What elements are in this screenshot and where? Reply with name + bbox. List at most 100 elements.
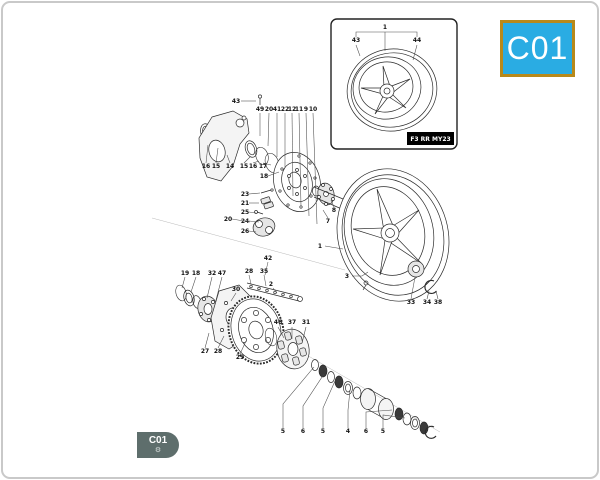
callout-22: 22 [281, 106, 289, 113]
callout-3: 3 [345, 273, 349, 280]
cush-drive-flange [264, 327, 310, 370]
leader-line [347, 389, 351, 428]
leader-line [205, 144, 209, 164]
leader-line [282, 366, 315, 428]
callout-26: 26 [241, 228, 249, 235]
callout-7: 7 [326, 218, 330, 225]
callout-41: 41 [273, 106, 281, 113]
leader-line [352, 271, 369, 277]
leader-line [204, 332, 210, 349]
callout-18: 18 [192, 270, 200, 277]
callout-21: 21 [241, 200, 249, 207]
callout-38: 38 [434, 299, 442, 306]
callout-43: 43 [232, 98, 240, 105]
leader-line [243, 156, 251, 164]
callout-6: 6 [364, 428, 368, 435]
callout-16: 16 [202, 163, 210, 170]
leader-line [382, 414, 406, 428]
callout-46: 46 [274, 319, 282, 326]
leader-line [410, 276, 416, 300]
leader-line [181, 276, 186, 289]
leader-line [267, 112, 270, 147]
leader-line [230, 292, 237, 302]
brake-caliper-group [252, 188, 276, 237]
footer-section-badge[interactable]: C01 ⚙ [137, 432, 179, 458]
callout-9: 9 [304, 106, 308, 113]
leader-line [262, 162, 272, 166]
callout-2: 2 [269, 281, 273, 288]
callout-29: 29 [236, 354, 244, 361]
callout-15: 15 [212, 163, 220, 170]
variant-badge-label: F3 RR MY23 [410, 136, 450, 143]
gear-icon: ⚙ [154, 447, 162, 454]
section-code-box[interactable]: C01 [500, 20, 575, 77]
callout-30: 30 [232, 286, 240, 293]
callout-5: 5 [281, 428, 285, 435]
leader-line [277, 326, 285, 339]
callout-37: 37 [288, 319, 296, 326]
leader-line [322, 380, 336, 428]
leader-line [305, 112, 310, 217]
callout-31: 31 [302, 319, 310, 326]
leader-line [248, 211, 257, 214]
leader-line [252, 160, 260, 164]
callout-20: 20 [265, 106, 273, 113]
leader-line [226, 154, 231, 164]
circlip [424, 279, 437, 294]
leader-line [272, 287, 278, 294]
callout-1: 1 [383, 24, 387, 31]
leader-line [206, 276, 213, 299]
footer-badge-label: C01 [148, 435, 168, 446]
callout-28: 28 [214, 348, 222, 355]
leader-line [302, 373, 325, 428]
leader-line [248, 220, 260, 223]
screw-part [258, 94, 262, 105]
leader-line [215, 276, 223, 301]
callout-33: 33 [407, 299, 415, 306]
brake-caliper-bracket [198, 110, 250, 182]
leader-line [435, 290, 439, 300]
callout-42: 42 [264, 255, 272, 262]
callout-32: 32 [208, 270, 216, 277]
callout-20: 20 [224, 216, 232, 223]
leader-line [263, 274, 267, 287]
callout-24: 24 [241, 218, 249, 225]
callout-10: 10 [309, 106, 317, 113]
leader-line [231, 218, 251, 223]
leader-line [365, 409, 393, 428]
leader-line [301, 326, 307, 344]
callout-16: 16 [249, 163, 257, 170]
leader-line [291, 112, 294, 197]
callout-35: 35 [260, 268, 268, 275]
callout-27: 27 [201, 348, 209, 355]
callout-5: 5 [381, 428, 385, 435]
callout-5: 5 [321, 428, 325, 435]
callout-28: 28 [245, 268, 253, 275]
leader-line [215, 147, 219, 164]
sprocket [227, 295, 285, 365]
inset-callout-bracket [355, 31, 418, 51]
callout-1: 1 [318, 243, 322, 250]
leader-line [217, 335, 225, 349]
callout-12: 12 [288, 106, 296, 113]
callout-43: 43 [352, 37, 360, 44]
callout-44: 44 [413, 37, 421, 44]
inset-callouts: 1 43 44 [352, 24, 421, 61]
callout-17: 17 [259, 163, 267, 170]
leader-line [248, 274, 252, 285]
callout-34: 34 [423, 299, 431, 306]
callout-18: 18 [260, 173, 268, 180]
leader-line [239, 340, 247, 355]
wheel-spokes [352, 188, 422, 276]
callout-8: 8 [332, 207, 336, 214]
leader-line [426, 290, 430, 300]
inset-variant-box[interactable]: 1 43 44 F3 RR MY23 [330, 18, 458, 150]
leader-line [412, 44, 418, 61]
leader-line [322, 209, 329, 219]
leader-line [190, 276, 197, 293]
variant-badge [407, 132, 454, 145]
callout-15: 15 [240, 163, 248, 170]
